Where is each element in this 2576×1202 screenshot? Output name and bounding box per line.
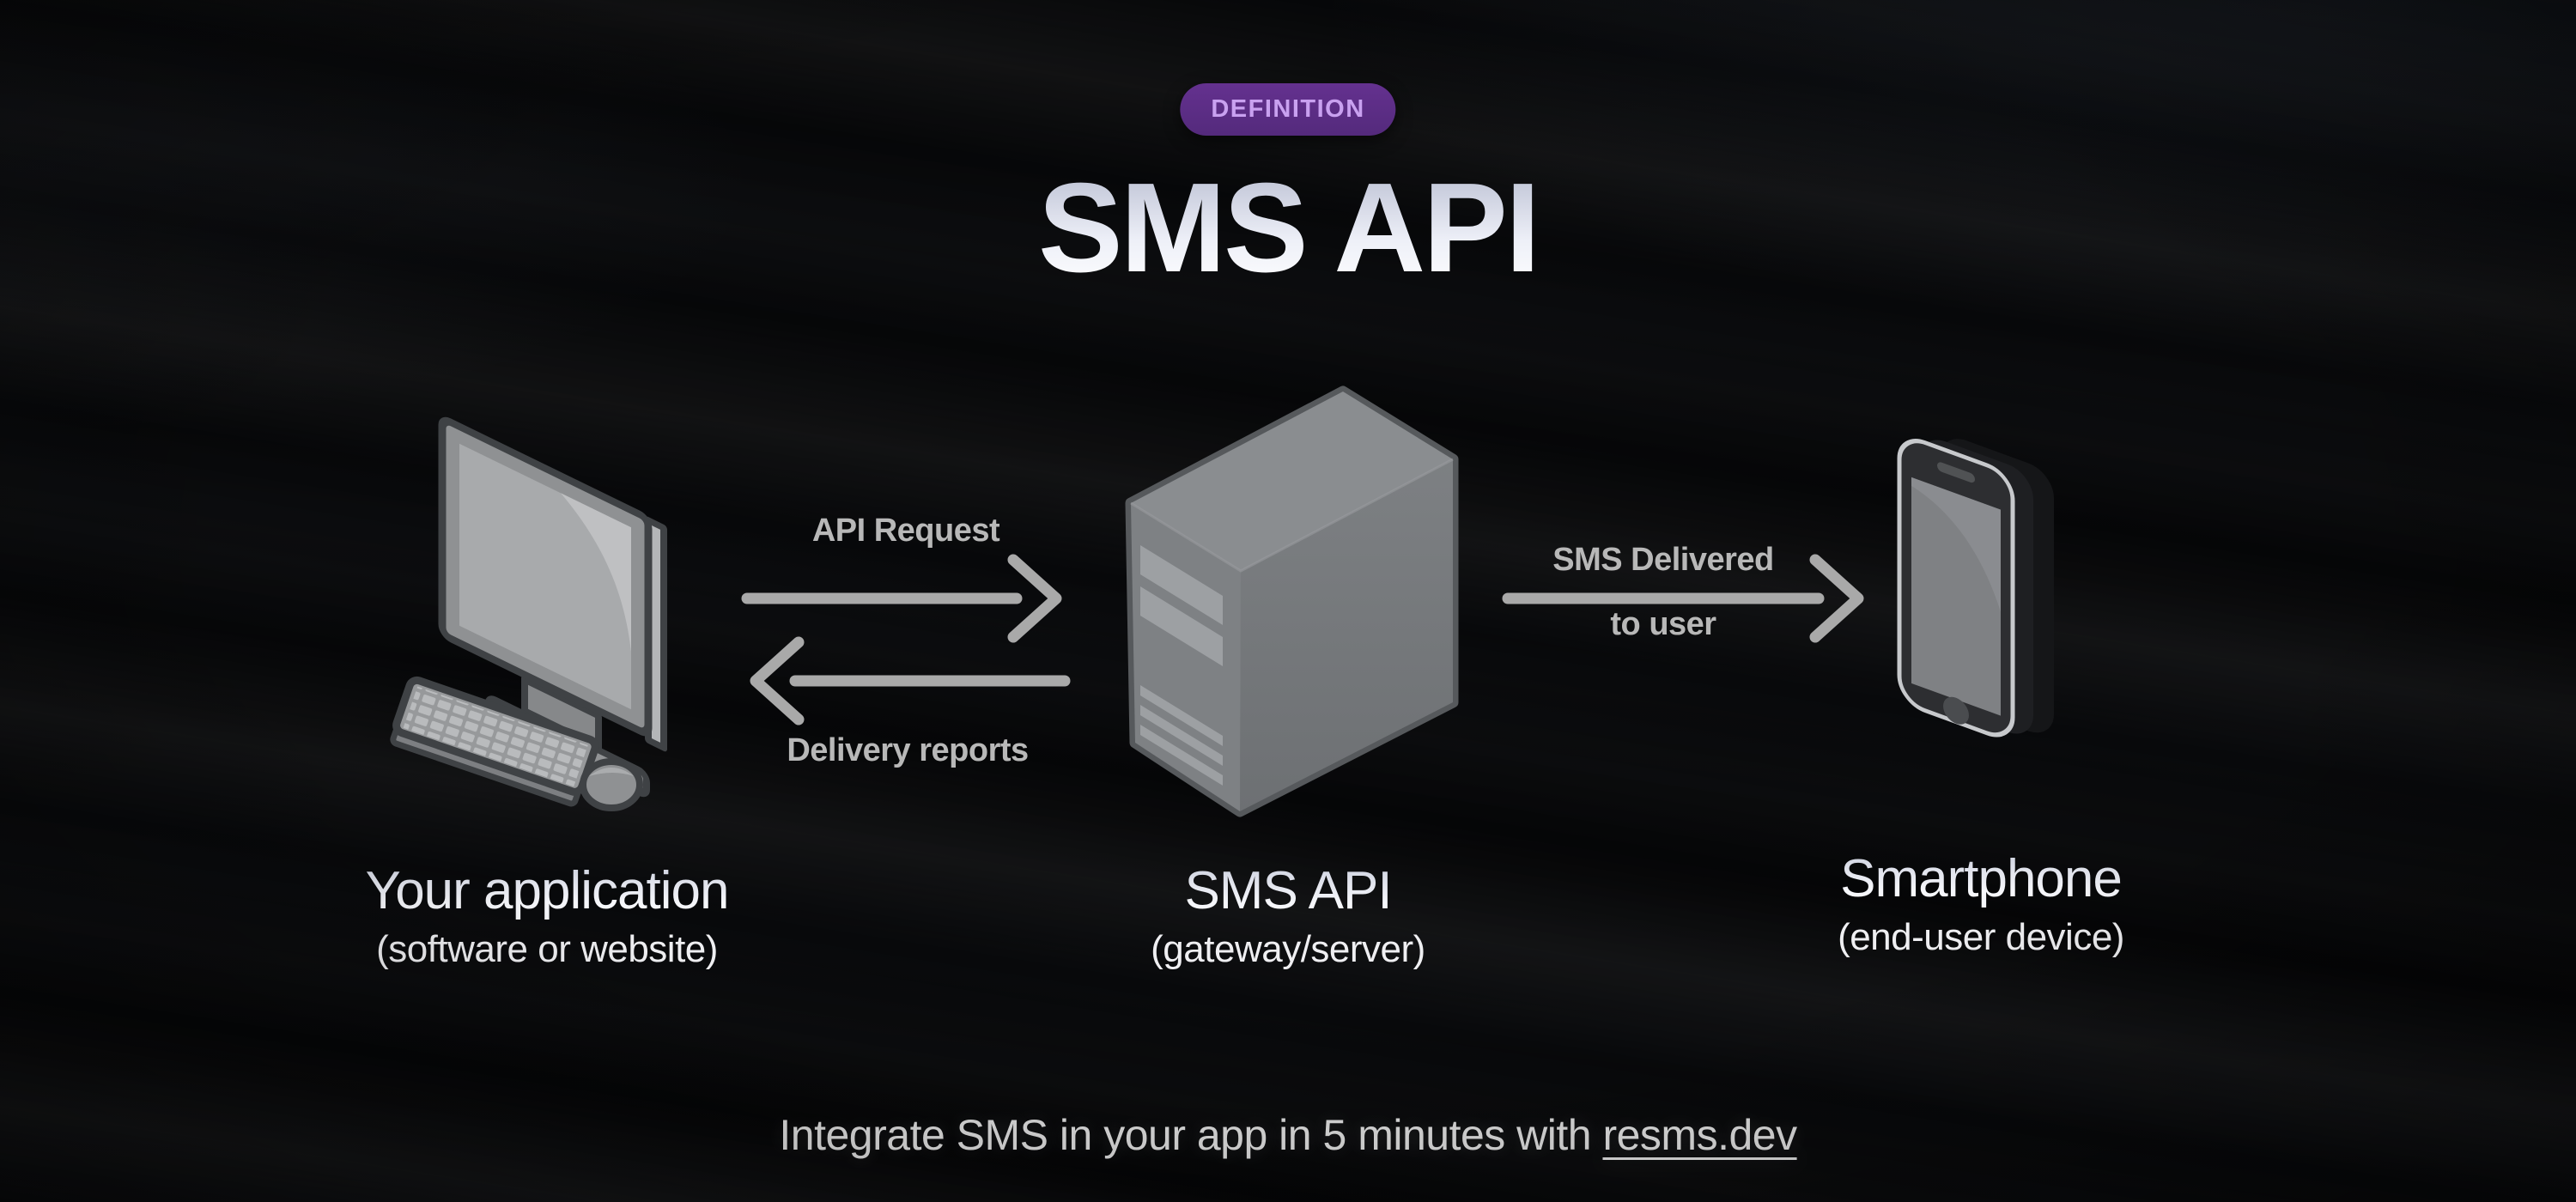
page-title: SMS API xyxy=(0,161,2576,295)
server-drive-slots xyxy=(1140,545,1223,786)
server-icon xyxy=(1125,385,1459,817)
footer-text: Integrate SMS in your app in 5 minutes w… xyxy=(779,1111,1603,1159)
arrow-label-sms-delivered-line1: SMS Delivered xyxy=(1552,542,1774,578)
node-label-application: Your application xyxy=(281,860,813,921)
arrow-api-request xyxy=(741,554,1062,643)
smartphone-icon xyxy=(1897,439,2054,738)
node-caption-sms-api: SMS API (gateway/server) xyxy=(1022,860,1554,971)
arrow-label-api-request: API Request xyxy=(811,513,1000,549)
definition-badge: DEFINITION xyxy=(1180,83,1396,136)
phone-home-button xyxy=(1943,696,1969,725)
node-sublabel-application: (software or website) xyxy=(376,928,718,970)
node-caption-application: Your application (software or website) xyxy=(281,860,813,971)
desktop-computer-icon xyxy=(390,416,667,811)
node-label-sms-api: SMS API xyxy=(1022,860,1554,921)
mouse xyxy=(580,758,643,811)
node-sublabel-sms-api: (gateway/server) xyxy=(1151,928,1425,970)
node-sublabel-smartphone: (end-user device) xyxy=(1838,916,2124,958)
phone-speaker xyxy=(1937,462,1975,483)
server-top-face xyxy=(1131,392,1453,571)
arrow-delivery-reports xyxy=(750,636,1071,725)
resms-link[interactable]: resms.dev xyxy=(1602,1111,1797,1159)
arrow-label-delivery-reports: Delivery reports xyxy=(787,732,1029,768)
node-label-smartphone: Smartphone xyxy=(1715,848,2247,909)
server-right-face xyxy=(1240,459,1453,811)
arrow-sms-delivered xyxy=(1502,554,1864,643)
node-caption-smartphone: Smartphone (end-user device) xyxy=(1715,848,2247,959)
arrow-label-sms-delivered-line2: to user xyxy=(1610,606,1716,642)
footer-tagline: Integrate SMS in your app in 5 minutes w… xyxy=(0,1110,2576,1160)
